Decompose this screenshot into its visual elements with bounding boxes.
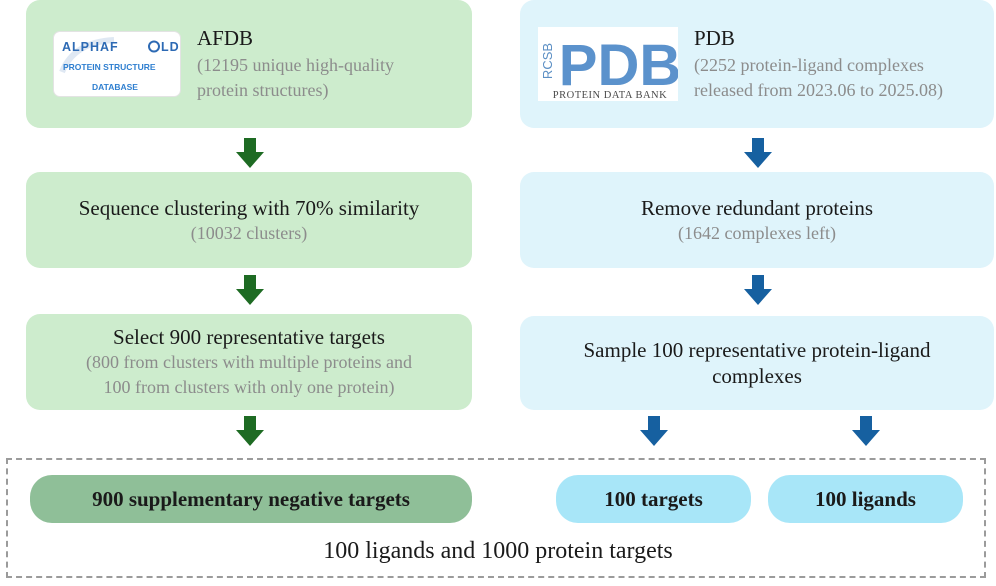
- alphafold-logo-text: ALPHAF: [62, 40, 119, 54]
- clustering-box: Sequence clustering with 70% similarity …: [26, 172, 472, 268]
- pdb-logo-rcsb: RCSB: [540, 43, 555, 79]
- pdb-source-box: RCSB PDB PROTEIN DATA BANK PDB (2252 pro…: [520, 0, 994, 128]
- remove-redundant-subtitle: (1642 complexes left): [678, 222, 836, 243]
- afdb-title: AFDB: [197, 26, 254, 50]
- ligands-pill: 100 ligands: [768, 475, 963, 523]
- arrow-down-icon: [852, 416, 880, 446]
- clustering-subtitle: (10032 clusters): [190, 222, 308, 243]
- arrow-down-icon: [236, 416, 264, 446]
- remove-redundant-box: Remove redundant proteins (1642 complexe…: [520, 172, 994, 268]
- result-group-frame: [6, 458, 986, 578]
- alphafold-logo-database: DATABASE: [92, 82, 138, 92]
- result-summary-caption: 100 ligands and 1000 protein targets: [323, 538, 673, 564]
- alphafold-logo-text-end: LD: [161, 40, 180, 54]
- sample-complexes-title-line-1: Sample 100 representative protein-ligand: [583, 338, 931, 362]
- pdb-logo-letters: PDB: [559, 33, 678, 98]
- afdb-subtitle-line-1: (12195 unique high-quality: [197, 55, 394, 75]
- alphafold-logo-graphic: ALPHAF LD PROTEIN STRUCTURE DATABASE: [59, 37, 180, 92]
- afdb-text: AFDB (12195 unique high-quality protein …: [197, 25, 394, 103]
- arrow-down-icon: [236, 275, 264, 305]
- select-targets-box: Select 900 representative targets (800 f…: [26, 314, 472, 410]
- pdb-title: PDB: [694, 26, 735, 50]
- negative-targets-pill: 900 supplementary negative targets: [30, 475, 472, 523]
- afdb-source-box: ALPHAF LD PROTEIN STRUCTURE DATABASE AFD…: [26, 0, 472, 128]
- clustering-title: Sequence clustering with 70% similarity: [78, 195, 420, 220]
- select-targets-subtitle-line-2: 100 from clusters with only one protein): [103, 377, 395, 397]
- arrow-down-icon: [744, 275, 772, 305]
- pdb-logo-subtitle: PROTEIN DATA BANK: [553, 90, 667, 101]
- remove-redundant-title: Remove redundant proteins: [640, 195, 874, 220]
- afdb-subtitle-line-2: protein structures): [197, 80, 329, 100]
- select-targets-subtitle-line-1: (800 from clusters with multiple protein…: [86, 352, 412, 372]
- pdb-text: PDB (2252 protein-ligand complexes relea…: [694, 25, 943, 103]
- alphafold-logo-subtitle: PROTEIN STRUCTURE: [63, 62, 156, 72]
- pdb-logo: RCSB PDB PROTEIN DATA BANK: [538, 27, 681, 101]
- arrow-down-icon: [744, 138, 772, 168]
- alphafold-logo: ALPHAF LD PROTEIN STRUCTURE DATABASE: [54, 32, 180, 96]
- pdb-subtitle-line-2: released from 2023.06 to 2025.08): [694, 80, 943, 100]
- arrow-down-icon: [640, 416, 668, 446]
- targets-pill: 100 targets: [556, 475, 751, 523]
- arrow-down-icon: [236, 138, 264, 168]
- sample-complexes-box: Sample 100 representative protein-ligand…: [520, 316, 994, 410]
- pdb-logo-graphic: RCSB PDB PROTEIN DATA BANK: [540, 33, 681, 101]
- select-targets-title: Select 900 representative targets: [113, 325, 385, 349]
- sample-complexes-title-line-2: complexes: [712, 364, 802, 388]
- pdb-subtitle-line-1: (2252 protein-ligand complexes: [694, 55, 924, 75]
